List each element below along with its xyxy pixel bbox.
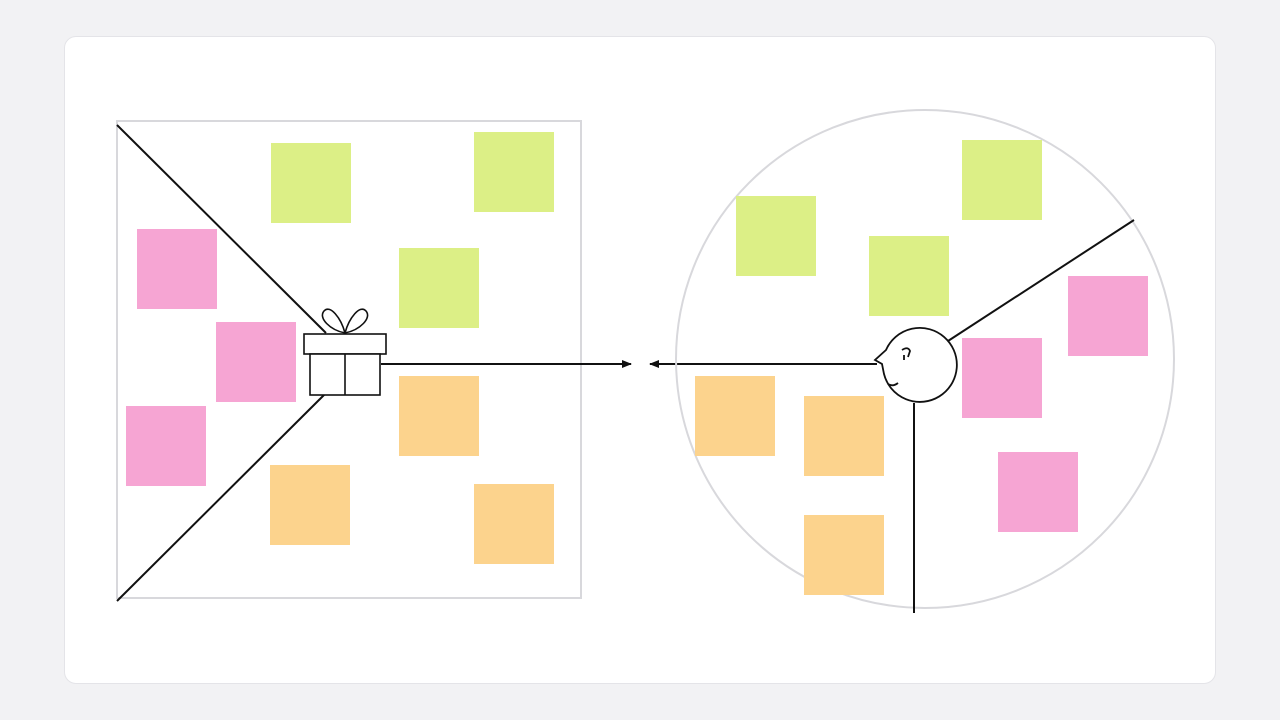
- value-map-sticky-note[interactable]: [474, 484, 554, 564]
- customer-profile-sticky-note[interactable]: [998, 452, 1078, 532]
- customer-profile-sticky-note[interactable]: [736, 196, 816, 276]
- value-map-sticky-note[interactable]: [271, 143, 351, 223]
- value-map-sticky-note[interactable]: [216, 322, 296, 402]
- value-map-divider-upper: [116, 124, 327, 334]
- customer-profile-sticky-note[interactable]: [804, 396, 884, 476]
- value-map-sticky-note[interactable]: [474, 132, 554, 212]
- customer-profile-circle: [675, 109, 1175, 609]
- customer-profile-sticky-note[interactable]: [962, 140, 1042, 220]
- value-map-divider-lower: [116, 392, 327, 602]
- customer-profile-divider-upper: [947, 219, 1135, 342]
- customer-face-icon: [873, 327, 958, 403]
- value-map-sticky-note[interactable]: [270, 465, 350, 545]
- customer-profile-sticky-note[interactable]: [804, 515, 884, 595]
- value-map-sticky-note[interactable]: [126, 406, 206, 486]
- value-map-sticky-note[interactable]: [137, 229, 217, 309]
- value-map-notes: [126, 132, 554, 564]
- customer-profile-notes: [695, 140, 1148, 595]
- gift-icon: [303, 308, 387, 396]
- customer-profile-sticky-note[interactable]: [962, 338, 1042, 418]
- value-map-sticky-note[interactable]: [399, 248, 479, 328]
- value-map-square: [116, 120, 582, 599]
- customer-profile-sticky-note[interactable]: [695, 376, 775, 456]
- customer-profile-sticky-note[interactable]: [1068, 276, 1148, 356]
- customer-profile-sticky-note[interactable]: [869, 236, 949, 316]
- value-map-sticky-note[interactable]: [399, 376, 479, 456]
